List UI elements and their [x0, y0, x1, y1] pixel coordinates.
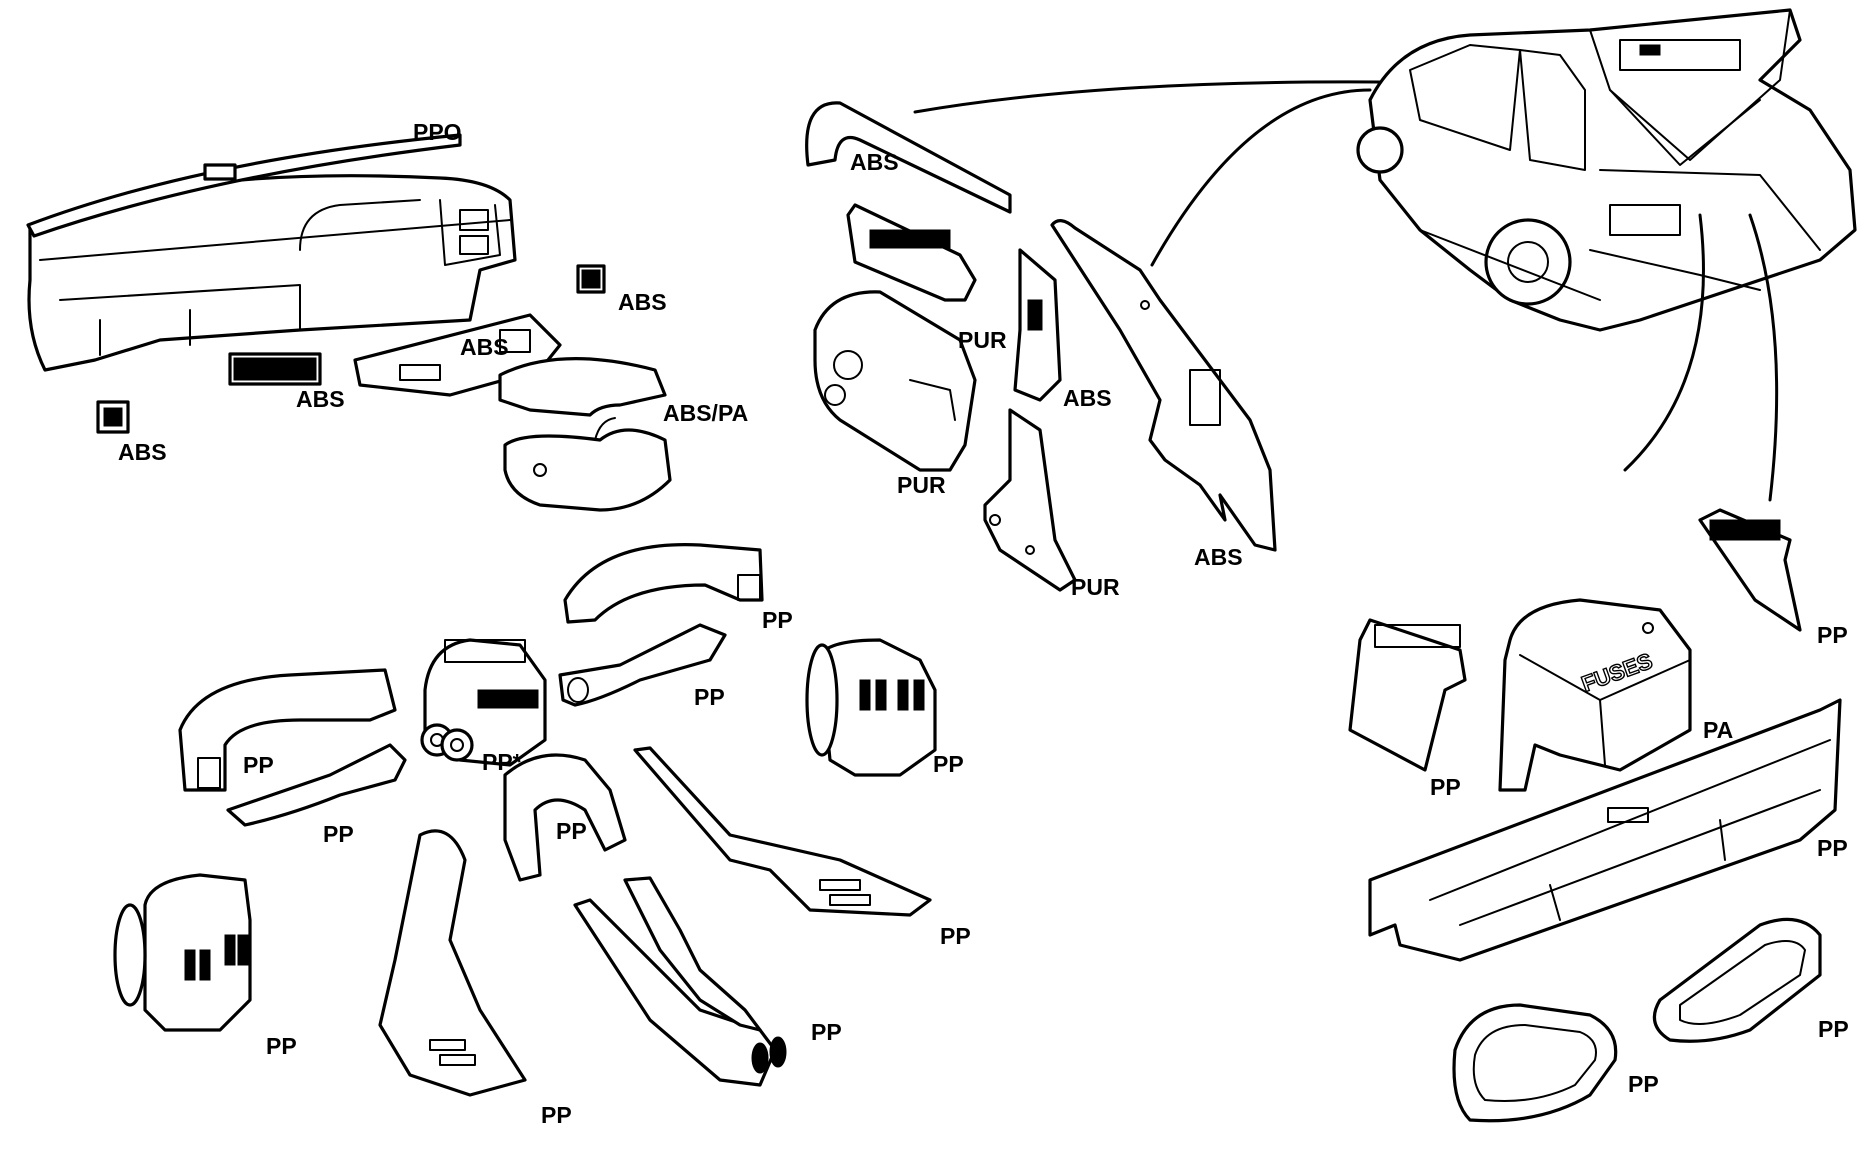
callout-lines	[913, 80, 1779, 502]
duct-top-right	[563, 543, 764, 624]
trunk-storage-box	[1348, 618, 1467, 772]
b-pillar-small	[1013, 248, 1062, 402]
label-door-pillar-lower: PUR	[897, 472, 946, 498]
dashboard	[27, 174, 517, 372]
heater-box-left	[113, 873, 252, 1032]
roof-rail	[805, 101, 1012, 214]
label-duct-u: PP	[556, 818, 587, 844]
car-illustration	[1356, 8, 1857, 332]
door-pillar-lower	[813, 290, 977, 472]
label-dash-vent-right: ABS	[618, 289, 667, 315]
label-c-pillar: ABS	[1194, 544, 1243, 570]
duct-flat-left	[226, 743, 407, 827]
duct-floor-right	[633, 746, 932, 917]
label-dash-top: PPO	[413, 119, 462, 145]
label-duct-floor-right: PP	[940, 923, 971, 949]
label-fuse-box: PA	[1703, 717, 1733, 743]
label-dash-vent-left: ABS	[296, 386, 345, 412]
dash-vent-right	[576, 264, 606, 294]
label-heater-box-right: PP	[933, 751, 964, 777]
label-b-pillar-small: ABS	[1063, 385, 1112, 411]
label-duct-top-right: PP	[762, 607, 793, 633]
label-b-pillar-lower: PUR	[1071, 574, 1120, 600]
duct-flat-right	[558, 623, 727, 707]
label-roof-rail: ABS	[850, 149, 899, 175]
heater-box-right	[805, 638, 937, 777]
label-dash-duct: ABS	[460, 334, 509, 360]
b-pillar-lower	[983, 408, 1077, 592]
label-trunk-box: PP	[1430, 774, 1461, 800]
duct-floor-left	[378, 829, 527, 1097]
label-trim-ring-left: PP	[1628, 1071, 1659, 1097]
label-dash-small-vent: ABS	[118, 439, 167, 465]
rear-panel	[1368, 698, 1842, 962]
fuse-box	[1498, 598, 1692, 792]
duct-center	[573, 876, 787, 1087]
dash-vent-left	[228, 352, 322, 386]
label-duct-center: PP	[811, 1019, 842, 1045]
trim-ring-right	[1652, 917, 1822, 1043]
c-pillar	[1050, 219, 1277, 552]
trim-ring-left	[1452, 1003, 1618, 1123]
blower-assembly	[420, 638, 547, 767]
dashboard-top-strip	[26, 133, 462, 238]
rear-vent	[1698, 508, 1802, 632]
label-duct-left: PP	[243, 752, 274, 778]
label-heater-box-left: PP	[266, 1033, 297, 1059]
duct-left	[178, 668, 397, 792]
label-duct-floor-left: PP	[541, 1102, 572, 1128]
label-duct-flat-right: PP	[694, 684, 725, 710]
label-rear-panel: PP	[1817, 835, 1848, 861]
label-steering-shroud: ABS/PA	[663, 400, 748, 426]
steering-shroud	[498, 357, 672, 512]
label-door-pillar-upper: PUR	[958, 327, 1007, 353]
door-pillar-upper	[846, 203, 977, 302]
label-trim-ring-right: PP	[1818, 1016, 1849, 1042]
label-duct-flat-left: PP	[323, 821, 354, 847]
label-blower: PP*	[482, 749, 522, 775]
label-rear-vent: PP	[1817, 622, 1848, 648]
duct-u	[503, 753, 627, 882]
dash-small-vent	[96, 400, 130, 434]
